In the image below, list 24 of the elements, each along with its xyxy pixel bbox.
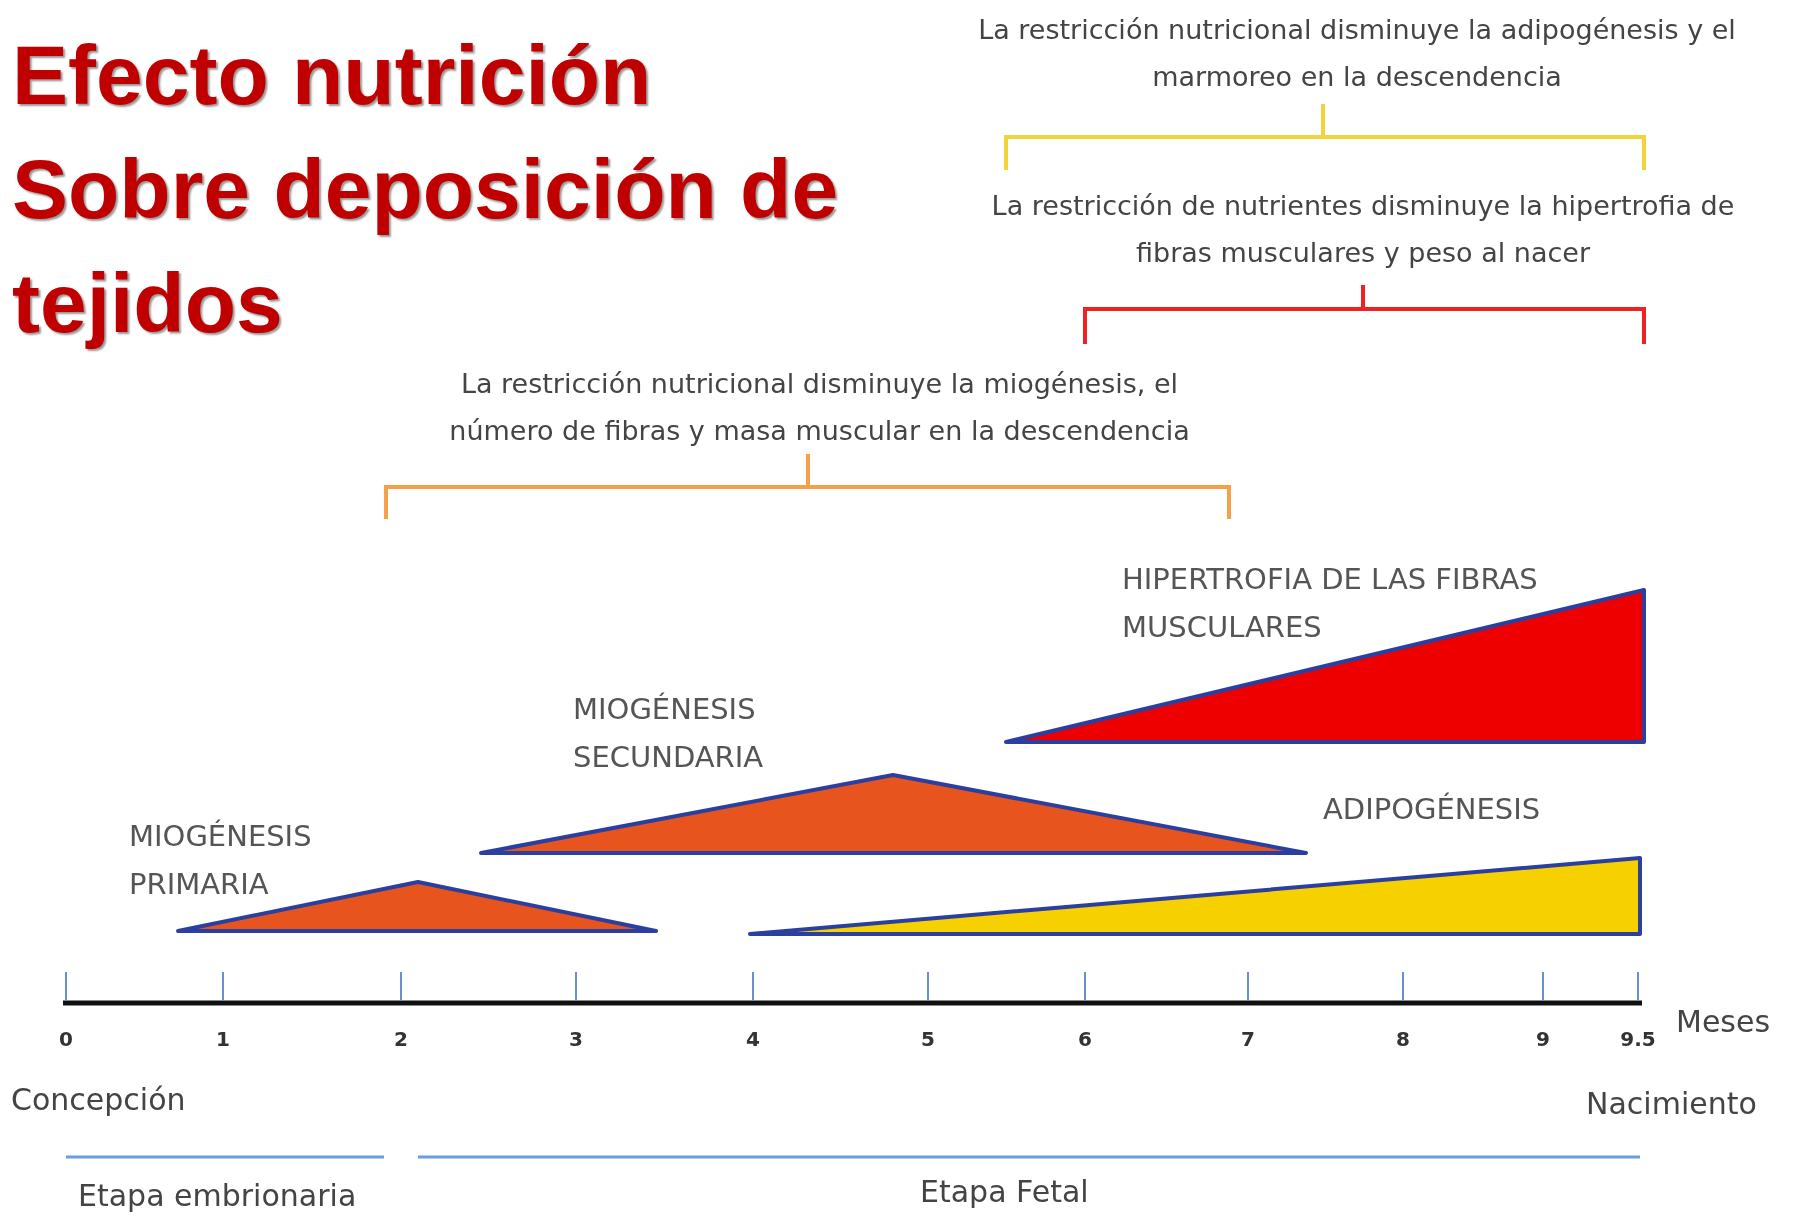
tick-label: 2 — [393, 1027, 409, 1051]
tick-label: 8 — [1395, 1027, 1411, 1051]
tick-label: 3 — [568, 1027, 584, 1051]
axis-unit: Meses — [1676, 1004, 1771, 1039]
tick-label: 1 — [215, 1027, 231, 1051]
tick-label: 9.5 — [1619, 1027, 1657, 1051]
end-label: Nacimiento — [1586, 1086, 1757, 1121]
tick-label: 7 — [1240, 1027, 1256, 1051]
tick-label: 0 — [58, 1027, 74, 1051]
stage-label: Etapa Fetal — [920, 1174, 1089, 1209]
phase-label: ADIPOGÉNESIS — [1323, 791, 1542, 828]
annotation-text: La restricción nutricional disminuye la miogénesis, el número de fibras y masa muscular en la descendencia — [448, 367, 1191, 448]
tick-label: 4 — [745, 1027, 761, 1051]
tick-label: 5 — [920, 1027, 936, 1051]
tick-label: 6 — [1077, 1027, 1093, 1051]
stage-label: Etapa embrionaria — [78, 1178, 357, 1213]
start-label: Concepción — [11, 1082, 186, 1117]
phase-label: MIOGÉNESIS PRIMARIA — [129, 818, 313, 903]
phase-label: HIPERTROFIA DE LAS FIBRAS MUSCULARES — [1122, 561, 1539, 646]
tick-label: 9 — [1535, 1027, 1551, 1051]
phase-label: MIOGÉNESIS SECUNDARIA — [573, 691, 765, 776]
title: Efecto nutrición Sobre deposición de tejidos — [12, 27, 840, 352]
annotation-text: La restricción nutricional disminuye la adipogénesis y el marmoreo en la descendencia — [977, 13, 1737, 94]
annotation-text: La restricción de nutrientes disminuye la hipertrofia de fibras musculares y peso al nacer — [990, 189, 1736, 270]
